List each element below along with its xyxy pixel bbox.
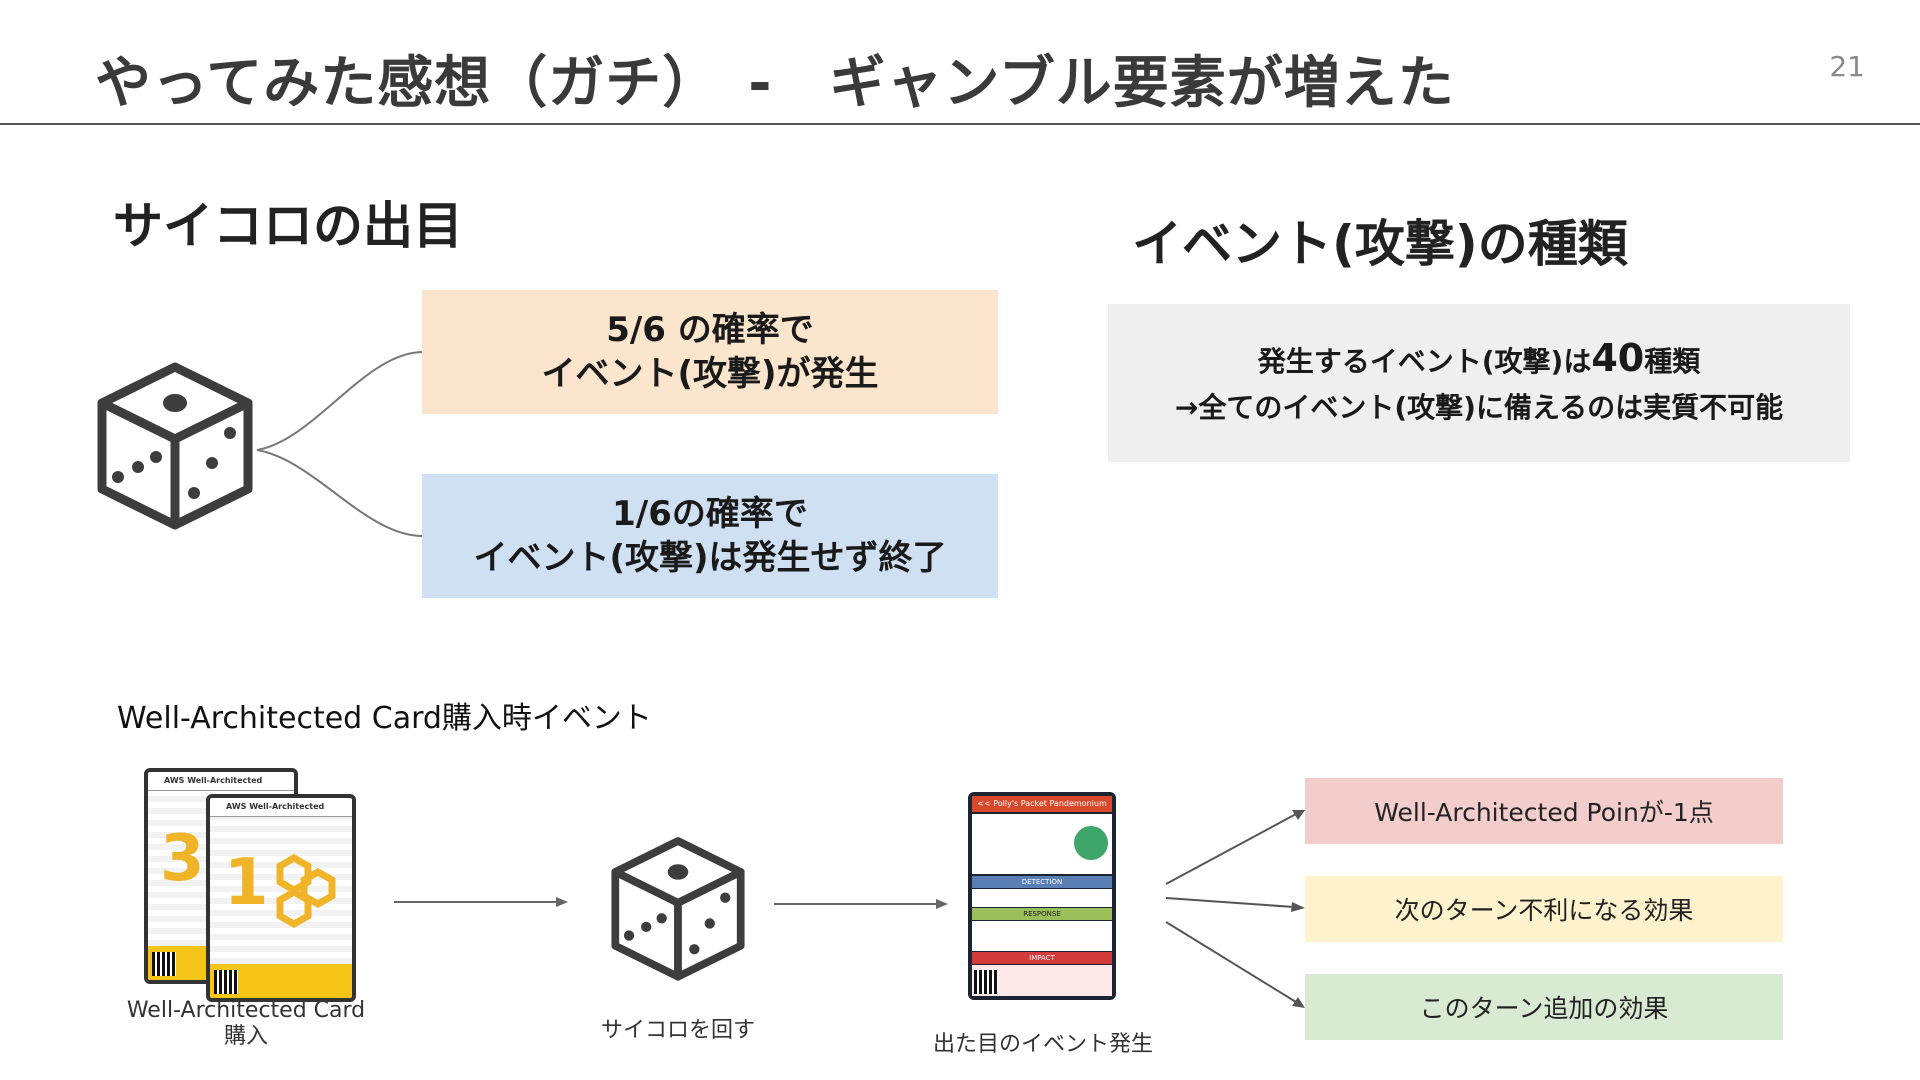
branch-connector [256,351,424,537]
outcome-event-line1: 5/6 の確率で [606,310,814,350]
hexagon-cluster-icon [276,854,336,929]
slide-title: やってみた感想（ガチ） - ギャンブル要素が増えた [95,51,1455,116]
outcome-none-box: 1/6の確率で イベント(攻撃)は発生せず終了 [422,474,998,598]
event-card-impact: IMPACT [972,952,1112,964]
events-info-line2: →全てのイベント(攻撃)に備えるのは実質不可能 [1174,391,1784,424]
result-point-minus: Well-Architected Poinが-1点 [1305,778,1783,844]
event-card-response: RESPONSE [972,908,1112,920]
result-next-turn-penalty: 次のターン不利になる効果 [1305,876,1783,942]
arrow-right-icon [774,899,948,909]
page-number: 21 [1829,50,1865,83]
title-divider [0,123,1920,125]
event-card-detection: DETECTION [972,876,1112,888]
fanout-arrows [1165,810,1305,1008]
wa-card-front: AWS Well-Architected 1 [206,794,356,1002]
flow-section-label: Well-Architected Card購入時イベント [117,701,652,736]
qr-code-icon [152,952,176,976]
outcome-none-line1: 1/6の確率で [612,494,808,534]
qr-code-icon [974,970,998,994]
wa-card-back-header: AWS Well-Architected [148,772,294,791]
qr-code-icon [214,970,238,994]
outcome-none-line2: イベント(攻撃)は発生せず終了 [473,538,947,578]
event-card-title: << Polly's Packet Pandemonium >> [972,796,1112,824]
dice-section-heading: サイコロの出目 [113,197,463,255]
dice-icon [97,362,253,530]
outcome-event-box: 5/6 の確率で イベント(攻撃)が発生 [422,290,998,414]
step-roll-caption: サイコロを回す [600,1018,755,1043]
step-buy-caption: Well-Architected Card 購入 [126,998,366,1049]
parrot-icon [1074,826,1108,860]
step-event-caption: 出た目のイベント発生 [932,1032,1153,1057]
wa-card-front-header: AWS Well-Architected [210,798,352,817]
dice-icon [611,837,745,981]
result-this-turn-extra: このターン追加の効果 [1305,974,1783,1040]
events-count: 40 [1591,336,1645,380]
wa-card-front-number: 1 [224,846,269,920]
events-section-heading: イベント(攻撃)の種類 [1132,215,1628,273]
outcome-event-line2: イベント(攻撃)が発生 [541,354,879,394]
wa-card-back-number: 3 [160,822,205,896]
events-info-box: 発生するイベント(攻撃)は40種類 →全てのイベント(攻撃)に備えるのは実質不可… [1108,304,1850,462]
events-info-line1: 発生するイベント(攻撃)は40種類 [1257,336,1701,380]
arrow-right-icon [394,897,568,907]
event-card: << Polly's Packet Pandemonium >> DETECTI… [968,792,1116,1000]
